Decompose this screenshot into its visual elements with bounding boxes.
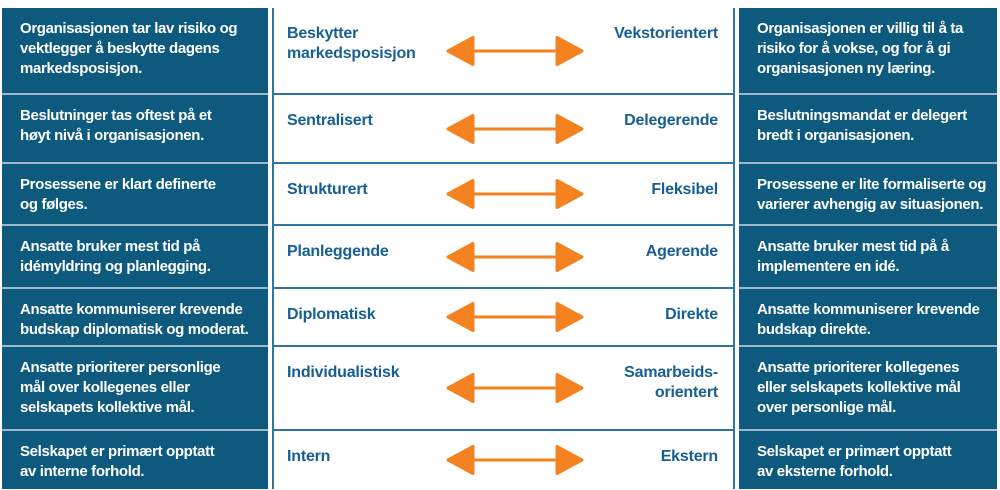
axis-right-label: Vekstorientert <box>614 25 718 42</box>
right-statement: Ansatte prioriterer kollegenes eller sel… <box>739 345 997 429</box>
axis-left-label: Diplomatisk <box>287 306 376 323</box>
axis-right-label: Ekstern <box>660 448 718 465</box>
double-arrow-icon <box>446 445 583 475</box>
double-arrow-icon <box>446 241 583 272</box>
column-gap <box>735 429 739 489</box>
left-statement: Ansatte bruker mest tid på idémyldring o… <box>2 224 268 287</box>
right-statement: Selskapet er primært opptatt av eksterne… <box>739 429 997 489</box>
column-gap <box>268 8 272 93</box>
column-gap <box>268 345 272 429</box>
column-gap <box>735 224 739 287</box>
right-statement: Prosessene er lite formaliserte og varie… <box>739 162 997 224</box>
axis-left-label: Individualistisk <box>287 364 400 381</box>
left-statement: Beslutninger tas oftest på et høyt nivå … <box>2 93 268 162</box>
left-statement: Selskapet er primært opptatt av interne … <box>2 429 268 489</box>
axis-right-label: Agerende <box>645 243 718 260</box>
axis-right-label: Direkte <box>665 306 718 323</box>
axis-left-label: Beskytter markedsposisjon <box>287 25 416 62</box>
row: Ansatte bruker mest tid på idémyldring o… <box>2 224 998 287</box>
spectrum-cell: Beskytter markedsposisjon Vekstorientert <box>272 8 735 93</box>
spectrum-cell: Sentralisert Delegerende <box>272 93 735 162</box>
axis-right-label: Delegerende <box>624 112 718 129</box>
arrow-wrap <box>438 8 591 93</box>
row: Organisasjonen tar lav risiko og vektleg… <box>2 8 998 93</box>
right-statement: Beslutningsmandat er delegert bredt i or… <box>739 93 997 162</box>
spectrum-cell: Intern Ekstern <box>272 429 735 489</box>
column-gap <box>268 429 272 489</box>
row: Beslutninger tas oftest på et høyt nivå … <box>2 93 998 162</box>
axis-left-label: Intern <box>287 448 331 465</box>
row: Ansatte prioriterer personlige mål over … <box>2 345 998 429</box>
spectrum-cell: Diplomatisk Direkte <box>272 287 735 345</box>
left-statement: Ansatte kommuniserer krevende budskap di… <box>2 287 268 345</box>
arrow-wrap <box>438 164 591 224</box>
double-arrow-icon <box>446 35 583 66</box>
column-gap <box>735 287 739 345</box>
double-arrow-icon <box>446 302 583 332</box>
spectrum-cell: Planleggende Agerende <box>272 224 735 287</box>
axis-left-label: Strukturert <box>287 181 368 198</box>
left-statement: Prosessene er klart definerte og følges. <box>2 162 268 224</box>
axis-left-label: Planleggende <box>287 243 389 260</box>
right-statement: Ansatte bruker mest tid på å implementer… <box>739 224 997 287</box>
spectrum-cell: Individualistisk Samarbeids-orientert <box>272 345 735 429</box>
double-arrow-icon <box>446 113 583 144</box>
left-statement: Organisasjonen tar lav risiko og vektleg… <box>2 8 268 93</box>
right-statement: Ansatte kommuniserer krevende budskap di… <box>739 287 997 345</box>
row: Ansatte kommuniserer krevende budskap di… <box>2 287 998 345</box>
double-arrow-icon <box>446 373 583 403</box>
right-statement: Organisasjonen er villig til å ta risiko… <box>739 8 997 93</box>
column-gap <box>735 8 739 93</box>
double-arrow-icon <box>446 179 583 209</box>
column-gap <box>268 162 272 224</box>
arrow-wrap <box>438 226 591 287</box>
axis-right-label: Samarbeids-orientert <box>624 364 718 401</box>
column-gap <box>735 162 739 224</box>
column-gap <box>735 345 739 429</box>
arrow-wrap <box>438 289 591 345</box>
left-statement: Ansatte prioriterer personlige mål over … <box>2 345 268 429</box>
column-gap <box>268 287 272 345</box>
row: Prosessene er klart definerte og følges.… <box>2 162 998 224</box>
arrow-wrap <box>438 431 591 489</box>
row: Selskapet er primært opptatt av interne … <box>2 429 998 489</box>
axis-right-label: Fleksibel <box>651 181 718 198</box>
arrow-wrap <box>438 95 591 162</box>
axis-left-label: Sentralisert <box>287 112 373 129</box>
column-gap <box>268 93 272 162</box>
arrow-wrap <box>438 347 591 429</box>
spectrum-cell: Strukturert Fleksibel <box>272 162 735 224</box>
column-gap <box>268 224 272 287</box>
column-gap <box>735 93 739 162</box>
